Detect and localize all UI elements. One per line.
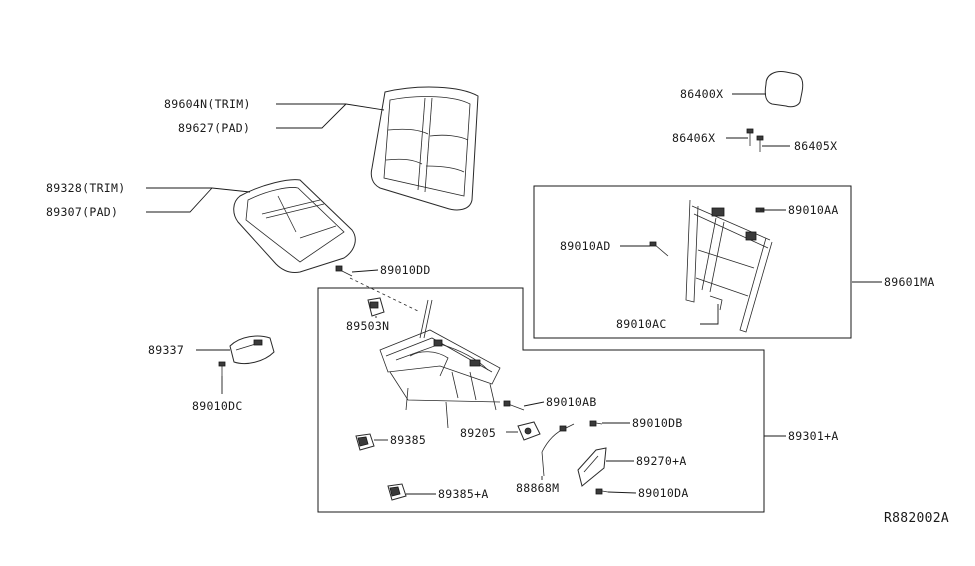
seat-frame <box>379 299 501 429</box>
label-88868m: 88868M <box>516 481 559 495</box>
label-89503n: 89503N <box>346 319 389 333</box>
screw-89010da <box>595 488 609 495</box>
label-89601ma: 89601MA <box>884 275 935 289</box>
label-89205: 89205 <box>460 426 496 440</box>
label-89010ad: 89010AD <box>560 239 611 253</box>
cover-89270a <box>577 447 607 487</box>
label-89010aa: 89010AA <box>788 203 839 217</box>
label-89385: 89385 <box>390 433 426 447</box>
screw-89010db <box>589 420 603 427</box>
seat-frame-box <box>317 287 765 513</box>
label-89337: 89337 <box>148 343 184 357</box>
label-89385a: 89385+A <box>438 487 489 501</box>
leader-lines <box>146 93 882 495</box>
label-89010ac: 89010AC <box>616 317 667 331</box>
seat-back-frame <box>649 199 773 333</box>
label-89010dd: 89010DD <box>380 263 431 277</box>
label-89270a: 89270+A <box>636 454 687 468</box>
label-89604n: 89604N(TRIM) <box>164 97 251 111</box>
headrest <box>764 71 804 108</box>
label-89328: 89328(TRIM) <box>46 181 125 195</box>
label-89627: 89627(PAD) <box>178 121 250 135</box>
seat-cushion <box>233 179 356 273</box>
label-89010db: 89010DB <box>632 416 683 430</box>
label-89307: 89307(PAD) <box>46 205 118 219</box>
label-89010da: 89010DA <box>638 486 689 500</box>
latch-89503n <box>367 297 385 317</box>
bolt-89010dd <box>335 265 421 313</box>
label-86400x: 86400X <box>680 87 723 101</box>
seat-back-cushion <box>370 86 479 211</box>
part-89385 <box>355 433 375 451</box>
screw-89010dc <box>218 361 226 376</box>
label-86406x: 86406X <box>672 131 715 145</box>
part-89385a <box>387 483 407 501</box>
cover-89337 <box>229 335 275 365</box>
label-86405x: 86405X <box>794 139 837 153</box>
label-89301a: 89301+A <box>788 429 839 443</box>
part-89205 <box>517 421 541 441</box>
label-89010dc: 89010DC <box>192 399 243 413</box>
seat-back-frame-box <box>533 185 852 339</box>
bolt-89010ab <box>503 400 525 411</box>
reference-code: R882002A <box>884 511 949 526</box>
headrest-guides <box>746 128 764 152</box>
cable-88868m <box>541 423 575 477</box>
label-89010ab: 89010AB <box>546 395 597 409</box>
